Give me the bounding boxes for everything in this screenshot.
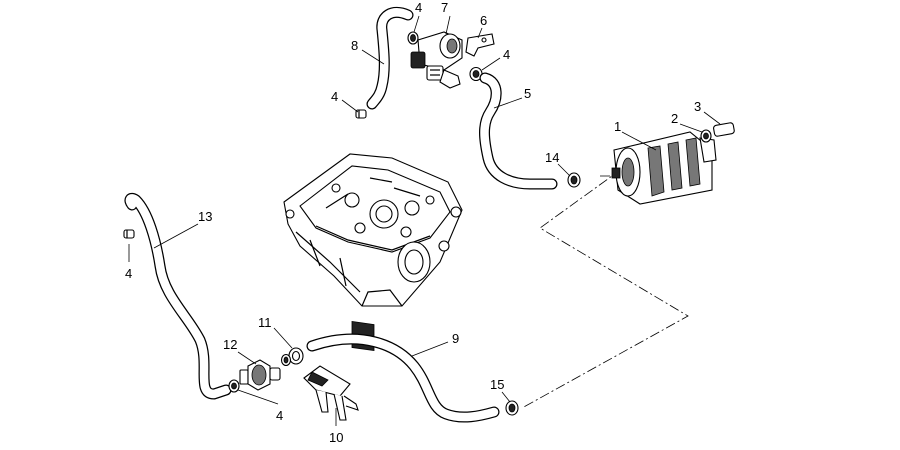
valve-7[interactable] [410, 31, 463, 89]
bracket-10[interactable] [303, 365, 359, 421]
callout-9: 9 [452, 331, 459, 346]
cylinder-head [283, 153, 463, 352]
callout-4-left: 4 [331, 89, 338, 104]
cap-3[interactable] [713, 122, 735, 137]
callout-11: 11 [258, 315, 272, 330]
callout-4-hose13: 4 [125, 266, 132, 281]
clamp-2[interactable] [700, 129, 712, 143]
clamp-11[interactable] [288, 347, 304, 365]
callout-4-valve-right: 4 [503, 47, 510, 62]
routing-dash-line [521, 175, 689, 409]
callout-5: 5 [524, 86, 531, 101]
callout-12: 12 [223, 337, 237, 352]
bracket-6[interactable] [465, 33, 495, 57]
clamp-4-mid[interactable] [280, 353, 292, 367]
hose-9[interactable] [306, 333, 500, 423]
callout-15: 15 [490, 377, 504, 392]
hose-8[interactable] [366, 6, 414, 110]
fitting-4-left[interactable] [355, 109, 367, 119]
callout-4-lower: 4 [276, 408, 283, 423]
clamp-4-lower[interactable] [228, 379, 240, 393]
callout-8: 8 [351, 38, 358, 53]
callout-13: 13 [198, 209, 212, 224]
valve-12[interactable] [239, 359, 281, 391]
clamp-15[interactable] [505, 400, 519, 416]
callout-3: 3 [694, 99, 701, 114]
clamp-4-valve-right[interactable] [469, 66, 483, 82]
callout-14: 14 [545, 150, 559, 165]
fitting-4-hose13[interactable] [123, 229, 135, 239]
callout-labels: 1 2 3 4 4 4 4 4 5 6 7 8 9 10 11 12 13 14… [125, 0, 701, 445]
canister-1[interactable] [611, 131, 717, 205]
hose-13[interactable] [124, 192, 232, 400]
callout-10: 10 [329, 430, 343, 445]
hose-5[interactable] [479, 72, 558, 190]
callout-6: 6 [480, 13, 487, 28]
leader-lines [128, 15, 721, 426]
callout-4-top: 4 [415, 0, 422, 15]
callout-1: 1 [614, 119, 621, 134]
clamp-4-top[interactable] [407, 31, 419, 45]
callout-2: 2 [671, 111, 678, 126]
callout-7: 7 [441, 0, 448, 15]
clamp-14[interactable] [567, 172, 581, 188]
